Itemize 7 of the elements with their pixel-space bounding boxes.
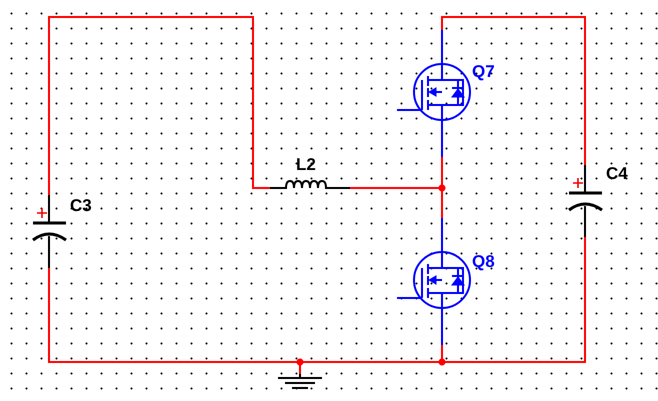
component-label: Q8 bbox=[472, 252, 495, 272]
component-label: C4 bbox=[606, 164, 628, 184]
component-label: Q7 bbox=[472, 62, 495, 82]
component-label: L2 bbox=[296, 155, 316, 175]
component-label: C3 bbox=[70, 196, 92, 216]
wire bbox=[441, 16, 586, 165]
wire bbox=[48, 16, 270, 195]
